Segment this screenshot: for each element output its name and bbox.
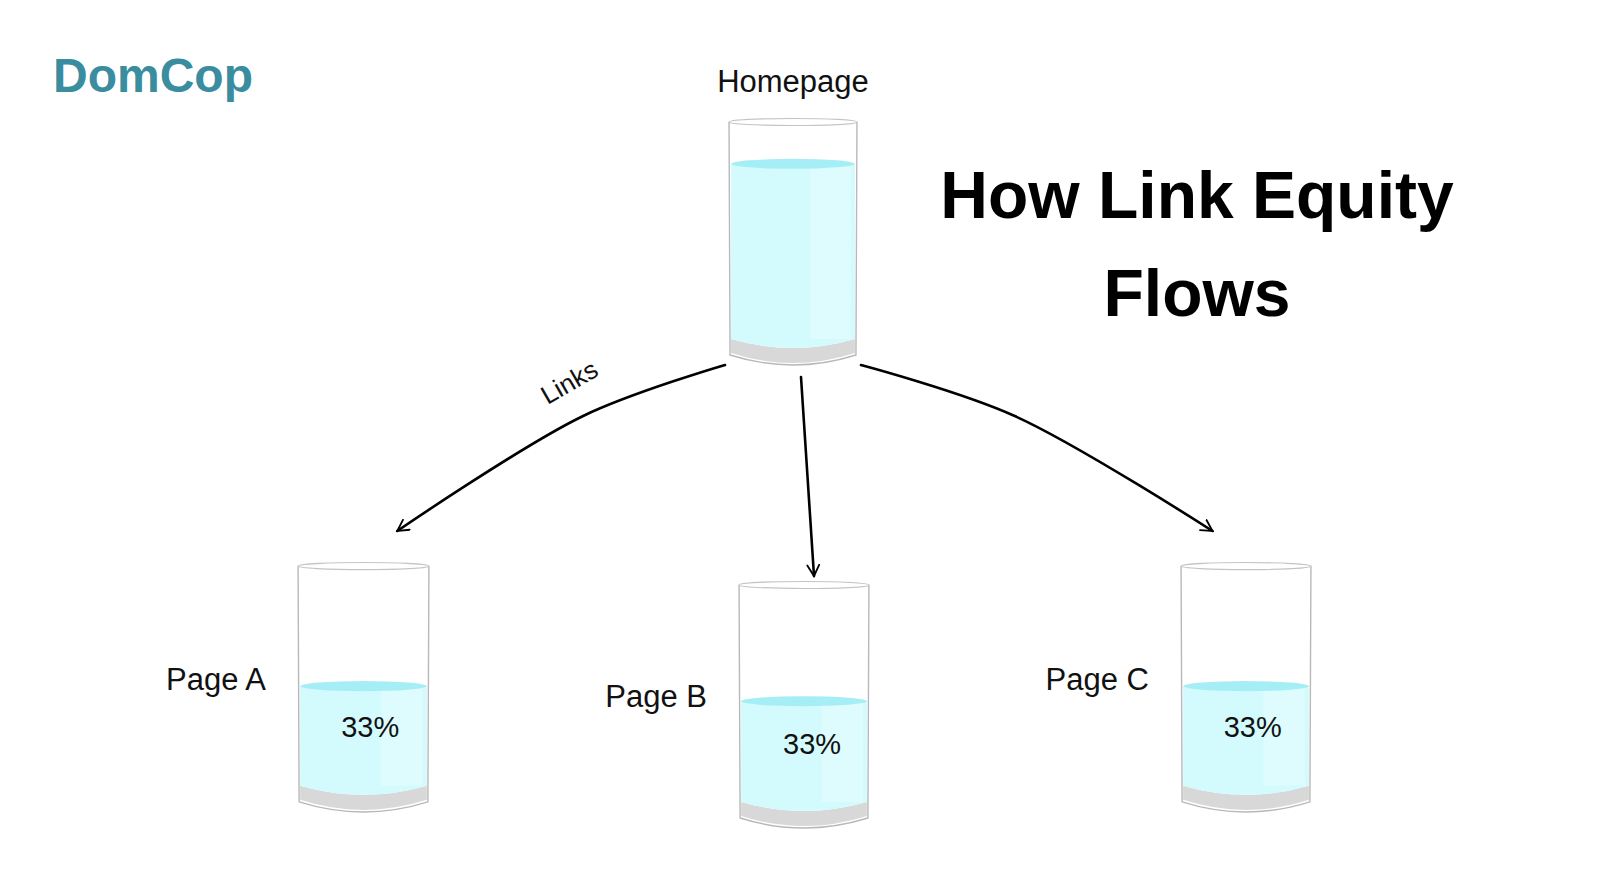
- link-arrow: [801, 377, 814, 576]
- share-value: 33%: [1224, 712, 1282, 744]
- glass-outline: [298, 566, 429, 812]
- glass-rim: [739, 582, 869, 589]
- glass-illustration: [727, 117, 859, 367]
- glass-outline: [739, 585, 869, 828]
- edge-label: Links: [533, 353, 605, 411]
- glass-rim: [298, 563, 429, 570]
- link-arrow: [861, 365, 1213, 531]
- node-heading: Homepage: [717, 65, 869, 99]
- node-heading: Page C: [1046, 663, 1149, 697]
- share-value: 33%: [783, 729, 841, 761]
- glass-illustration: [296, 561, 431, 814]
- brand-logo: DomCop: [53, 48, 253, 103]
- glass-rim: [729, 119, 857, 126]
- glass-outline: [1181, 566, 1311, 812]
- homepage-glass: Homepage: [727, 117, 859, 367]
- water-body: [1183, 686, 1309, 795]
- glass-outline: [729, 122, 857, 365]
- water-surface: [731, 159, 855, 169]
- water-surface: [1183, 681, 1309, 691]
- glass-illustration: [1179, 561, 1313, 814]
- glass-highlight: [810, 164, 851, 339]
- water-surface: [300, 681, 427, 691]
- water-body: [741, 701, 867, 811]
- water-body: [731, 164, 855, 348]
- water-body: [300, 686, 427, 795]
- water-surface: [741, 696, 867, 706]
- node-heading: Page B: [605, 680, 707, 714]
- share-value: 33%: [341, 712, 399, 744]
- glass-rim: [1181, 563, 1311, 570]
- page-glass: Page C33%: [1179, 561, 1313, 814]
- page-glass: Page B33%: [737, 580, 871, 830]
- diagram-title: How Link Equity Flows: [877, 146, 1517, 342]
- glass-illustration: [737, 580, 871, 830]
- page-glass: Page A33%: [296, 561, 431, 814]
- node-heading: Page A: [166, 663, 266, 697]
